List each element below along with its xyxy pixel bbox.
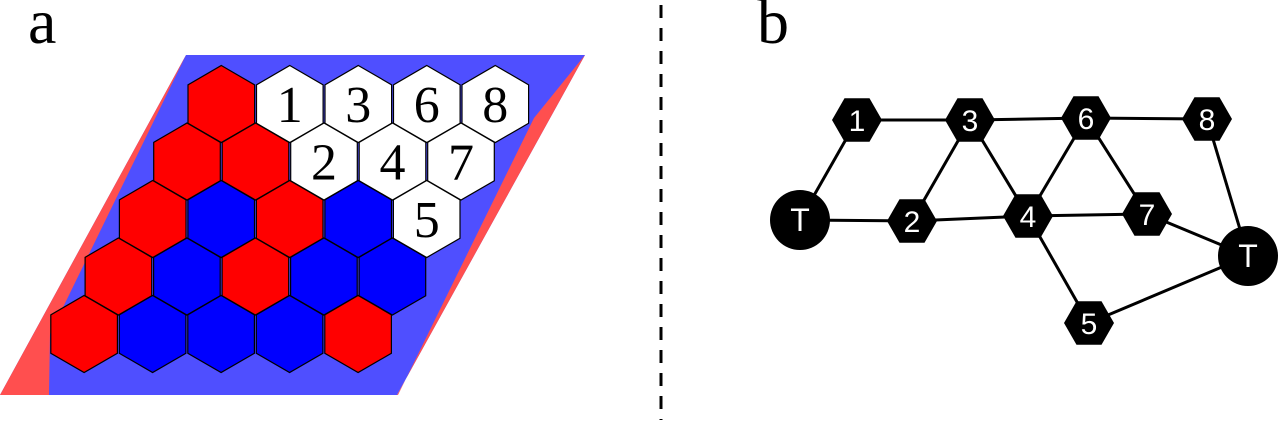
hex-cell-label: 3 xyxy=(345,77,371,134)
terminal-node xyxy=(770,190,830,250)
hex-cell-label: 8 xyxy=(482,77,508,134)
hex-node xyxy=(1122,192,1172,236)
hex-cell-label: 2 xyxy=(311,135,337,192)
hex-node xyxy=(945,98,995,142)
hex-cell-red xyxy=(118,179,187,259)
node-label: 6 xyxy=(1078,103,1095,136)
hex-cell-red xyxy=(84,237,153,316)
node-label: 3 xyxy=(962,105,979,138)
node-label: T xyxy=(1238,238,1258,274)
hex-cell-label: 1 xyxy=(277,77,303,134)
node-label: 1 xyxy=(849,105,866,138)
hex-cell-empty xyxy=(392,179,461,259)
hex-cell-empty xyxy=(255,64,324,144)
hex-cell-empty xyxy=(324,64,393,144)
hex-cell-blue xyxy=(255,294,324,374)
hex-cell-blue xyxy=(118,294,187,374)
hex-cell-red xyxy=(153,122,221,201)
hex-cell-empty xyxy=(290,122,358,201)
hex-cell-empty xyxy=(392,64,461,144)
hex-cell-red xyxy=(187,64,256,144)
hex-cell-label: 5 xyxy=(414,192,440,249)
hex-cell-red xyxy=(221,237,290,316)
node-label: 8 xyxy=(1199,104,1216,137)
board-border-red-right xyxy=(397,55,585,395)
hex-cell-red xyxy=(221,122,290,201)
hex-cell-empty xyxy=(358,122,427,201)
hex-cell-label: 4 xyxy=(380,135,406,192)
panel-a-letter: a xyxy=(28,0,56,57)
hex-cell-blue xyxy=(324,179,393,259)
graph-nodes: 1 3 6 8 2 4 7 5 T T xyxy=(770,96,1278,345)
hex-cell-red xyxy=(255,179,324,259)
node-label: 7 xyxy=(1139,199,1156,232)
terminal-node xyxy=(1218,226,1278,286)
hex-cell-label: 6 xyxy=(414,77,440,134)
node-label: 4 xyxy=(1020,201,1037,234)
board-border-red-left xyxy=(0,55,186,395)
hex-cell-blue xyxy=(358,237,427,316)
node-label: 5 xyxy=(1081,308,1098,341)
hex-node xyxy=(832,98,882,142)
hex-cell-empty xyxy=(461,64,530,144)
hex-node xyxy=(1182,97,1232,141)
hex-cell-blue xyxy=(290,237,358,316)
hex-node xyxy=(1061,96,1111,140)
hex-cell-red xyxy=(324,294,392,374)
node-label: T xyxy=(790,202,810,238)
hex-cell-blue xyxy=(187,179,256,259)
hex-cell-label: 7 xyxy=(448,135,474,192)
hex-cell-blue xyxy=(153,237,221,316)
panel-b: b 1 3 6 8 2 4 7 5 T T xyxy=(757,0,1278,345)
hex-cell-blue xyxy=(187,294,255,374)
hex-cell-red xyxy=(50,294,119,374)
hex-node xyxy=(887,199,937,243)
node-label: 2 xyxy=(904,206,921,239)
hex-node xyxy=(1003,194,1053,238)
hex-node xyxy=(1064,301,1114,345)
panel-b-letter: b xyxy=(757,0,789,57)
hex-cell-empty xyxy=(427,122,495,201)
